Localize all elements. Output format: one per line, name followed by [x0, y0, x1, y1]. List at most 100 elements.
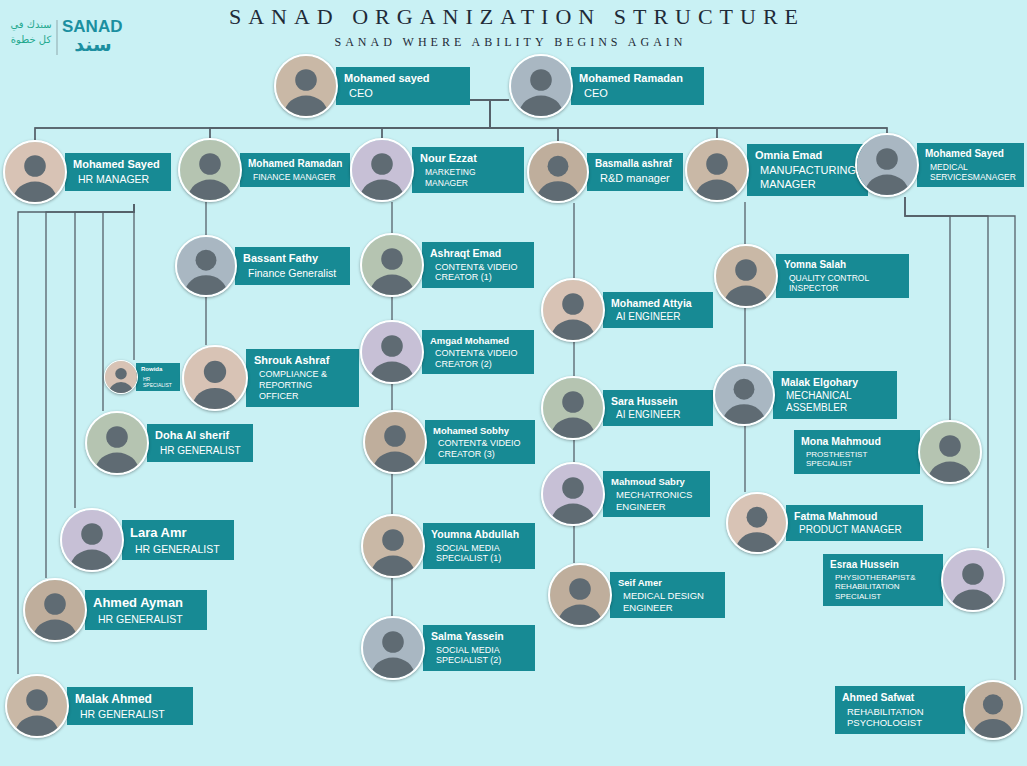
member-role: PROSTHESTIST SPECIALIST [806, 450, 912, 469]
org-member-node: Omnia EmadMANUFACTURING MANAGER [685, 138, 868, 202]
org-member-node: Ashraqt EmadCONTENT& VIDEIO CREATOR (1) [360, 233, 534, 297]
portrait-figure [180, 140, 240, 200]
portrait-body [193, 388, 238, 409]
portrait-photo [548, 563, 612, 627]
member-name: Mohamed Sobhy [433, 425, 529, 436]
name-card: Basmalla ashrafR&D manager [587, 153, 683, 190]
name-card: Lara AmrHR GENERALIST [122, 520, 234, 560]
reporting-line [382, 100, 490, 138]
member-role: MECHANICAL ASSEMBLER [786, 390, 891, 414]
name-card: Youmna AbdullahSOCIAL MEDIA SPECIALIST (… [423, 523, 535, 569]
portrait-body [95, 453, 138, 473]
member-name: Yomna Salah [784, 259, 903, 271]
name-card: Mahmoud SabryMECHATRONICS ENGINEER [603, 471, 710, 517]
portrait-body [371, 556, 414, 576]
portrait-figure [5, 142, 65, 202]
portrait-body [973, 719, 1013, 738]
portrait-figure [687, 140, 747, 200]
member-role: CEO [584, 87, 698, 100]
logo-divider [57, 20, 58, 55]
org-member-node: Malak ElgoharyMECHANICAL ASSEMBLER [713, 364, 897, 426]
portrait-figure [716, 246, 776, 306]
portrait-figure [352, 140, 412, 200]
portrait-head [530, 69, 552, 91]
portrait-head [382, 529, 404, 551]
org-member-node: Mohamed SayedMEDICAL SERVICESMANAGER [855, 133, 1024, 197]
portrait-photo [714, 244, 778, 308]
portrait-photo [963, 680, 1023, 740]
member-role: CONTENT& VIDEIO CREATOR (3) [438, 438, 529, 460]
portrait-head [381, 335, 403, 357]
member-role: MECHATRONICS ENGINEER [616, 489, 704, 512]
name-card: Mohamed SobhyCONTENT& VIDEIO CREATOR (3) [425, 420, 535, 465]
portrait-head [384, 425, 406, 447]
portrait-photo [274, 54, 338, 118]
reporting-line [905, 197, 950, 420]
org-member-node: Bassant FathyFinance Generalist [175, 235, 350, 297]
name-card: Malak ElgoharyMECHANICAL ASSEMBLER [773, 371, 897, 420]
portrait-body [736, 532, 778, 552]
org-member-node: Mohamed sayedCEO [274, 54, 470, 118]
org-member-node: Mohamed RamadanFINANCE MANAGER [178, 138, 350, 202]
member-name: Basmalla ashraf [595, 158, 677, 170]
org-member-node: Mahmoud SabryMECHATRONICS ENGINEER [541, 462, 710, 526]
member-role: MEDICAL SERVICESMANAGER [930, 162, 1018, 182]
member-name: Esraa Hussein [830, 559, 935, 571]
org-member-node: Salma YasseinSOCIAL MEDIA SPECIALIST (2) [361, 616, 535, 680]
portrait-figure [365, 412, 425, 472]
name-card: Mohamed RamadanCEO [571, 67, 704, 105]
portrait-body [370, 362, 413, 382]
member-role: HR GENERALIST [80, 708, 187, 721]
reporting-line [744, 202, 745, 244]
org-member-node: Fatma MahmoudPRODUCT MANAGER [726, 492, 923, 554]
reporting-line [133, 204, 134, 360]
org-member-node: Nour EzzatMARKETING MANAGER [350, 138, 524, 202]
org-member-node: Ahmed AymanHR GENERALIST [23, 578, 207, 642]
reporting-line [573, 526, 574, 563]
name-card: Nour EzzatMARKETING MANAGER [412, 147, 524, 193]
org-member-node: Amgad MohamedCONTENT& VIDEIO CREATOR (2) [360, 320, 534, 384]
portrait-head [734, 379, 755, 400]
portrait-figure [920, 422, 980, 482]
reporting-line [905, 197, 988, 548]
reporting-line [470, 100, 717, 138]
portrait-photo [23, 578, 87, 642]
name-card: Esraa HusseinPHYSIOTHERAPIST& REHABILITA… [823, 554, 943, 607]
portrait-body [551, 504, 594, 524]
portrait-head [24, 155, 46, 177]
reporting-line [573, 203, 574, 278]
name-card: Mohamed sayedCEO [336, 67, 470, 105]
portrait-photo [941, 548, 1005, 612]
portrait-head [26, 689, 48, 711]
member-role: HR MANAGER [78, 173, 165, 186]
org-member-node: Mohamed AttyiaAI ENGINEER [541, 278, 713, 342]
portrait-body [695, 180, 738, 200]
portrait-photo [104, 360, 138, 394]
member-role: CEO [349, 87, 464, 100]
reporting-line [210, 100, 509, 138]
name-card: Bassant FathyFinance Generalist [235, 247, 350, 285]
member-name: Shrouk Ashraf [254, 354, 353, 367]
portrait-photo [5, 674, 69, 738]
portrait-photo [178, 138, 242, 202]
portrait-photo [85, 411, 149, 475]
portrait-figure [105, 361, 137, 393]
name-card: Ahmed AymanHR GENERALIST [85, 590, 207, 630]
portrait-figure [943, 550, 1003, 610]
portrait-figure [550, 565, 610, 625]
member-role: REHABILITATION PSYCHOLOGIST [847, 706, 957, 729]
member-name: Seif Amer [618, 577, 719, 588]
reporting-line [391, 578, 392, 616]
org-member-node: Seif AmerMEDICAL DESIGN ENGINEER [548, 563, 725, 627]
org-member-node: Sara HusseinAI ENGINEER [541, 376, 713, 440]
org-member-node: Esraa HusseinPHYSIOTHERAPIST& REHABILITA… [823, 548, 1005, 612]
portrait-photo [350, 138, 414, 202]
member-role: MEDICAL DESIGN ENGINEER [623, 590, 719, 613]
portrait-figure [543, 378, 603, 438]
portrait-body [724, 286, 767, 306]
portrait-head [204, 361, 226, 383]
portrait-head [381, 248, 403, 270]
member-name: Mohamed Sayed [925, 148, 1018, 160]
member-name: Omnia Emad [755, 149, 862, 162]
